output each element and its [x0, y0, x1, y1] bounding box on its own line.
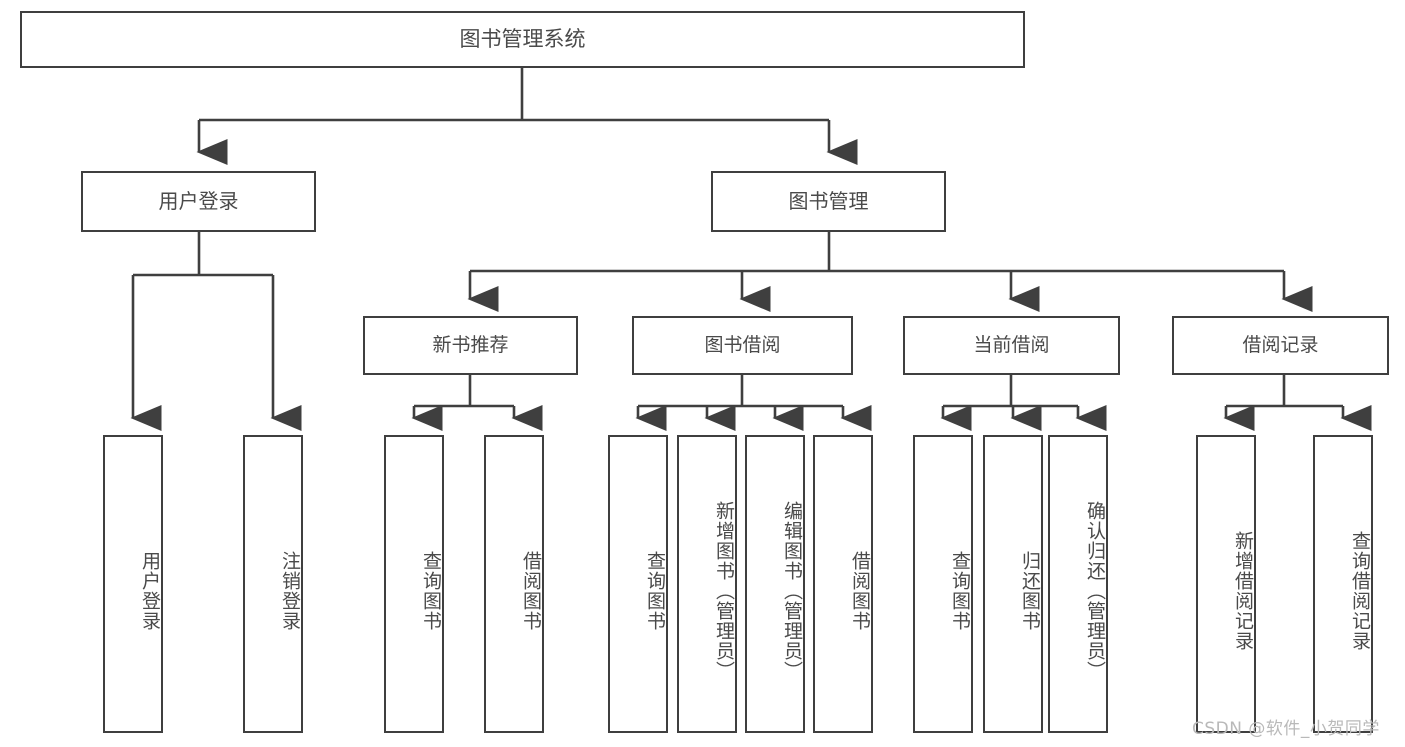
node-book-borrow-label: 图书借阅 — [704, 333, 781, 356]
leaf-return-book-label: 归还图书 — [1019, 551, 1041, 631]
leaf-borrow-book-label: 借阅图书 — [849, 551, 871, 631]
leaf-recommend-borrow-book-label: 借阅图书 — [520, 551, 542, 631]
node-user-login[interactable]: 用户登录 — [81, 171, 316, 232]
leaf-add-book-admin[interactable]: 新增图书（管理员） — [677, 435, 737, 733]
leaf-logout[interactable]: 注销登录 — [243, 435, 303, 733]
leaf-add-borrow-record-label: 新增借阅记录 — [1232, 531, 1254, 651]
node-book-management-label: 图书管理 — [788, 189, 869, 214]
leaf-user-login-label: 用户登录 — [139, 551, 161, 631]
node-book-management[interactable]: 图书管理 — [711, 171, 946, 232]
leaf-confirm-return-admin[interactable]: 确认归还（管理员） — [1048, 435, 1108, 733]
leaf-recommend-query-book[interactable]: 查询图书 — [384, 435, 444, 733]
node-borrow-record[interactable]: 借阅记录 — [1172, 316, 1389, 375]
node-new-book-recommend[interactable]: 新书推荐 — [363, 316, 578, 375]
leaf-return-book[interactable]: 归还图书 — [983, 435, 1043, 733]
leaf-borrow-query-book[interactable]: 查询图书 — [608, 435, 668, 733]
node-user-login-label: 用户登录 — [158, 189, 239, 214]
node-current-borrow-label: 当前借阅 — [973, 333, 1050, 356]
leaf-borrow-query-book-label: 查询图书 — [644, 551, 666, 631]
leaf-recommend-query-book-label: 查询图书 — [420, 551, 442, 631]
leaf-query-borrow-record[interactable]: 查询借阅记录 — [1313, 435, 1373, 733]
node-new-book-recommend-label: 新书推荐 — [432, 333, 509, 356]
leaf-recommend-borrow-book[interactable]: 借阅图书 — [484, 435, 544, 733]
leaf-edit-book-admin-label: 编辑图书（管理员） — [781, 501, 803, 681]
leaf-query-borrow-record-label: 查询借阅记录 — [1349, 531, 1371, 651]
leaf-add-borrow-record[interactable]: 新增借阅记录 — [1196, 435, 1256, 733]
leaf-add-book-admin-label: 新增图书（管理员） — [713, 501, 735, 681]
leaf-edit-book-admin[interactable]: 编辑图书（管理员） — [745, 435, 805, 733]
csdn-watermark: CSDN @软件_小贺同学 — [1192, 719, 1380, 739]
node-book-borrow[interactable]: 图书借阅 — [632, 316, 853, 375]
leaf-current-query-book-label: 查询图书 — [949, 551, 971, 631]
node-borrow-record-label: 借阅记录 — [1242, 333, 1319, 356]
leaf-logout-label: 注销登录 — [279, 551, 301, 631]
node-current-borrow[interactable]: 当前借阅 — [903, 316, 1120, 375]
leaf-confirm-return-admin-label: 确认归还（管理员） — [1084, 501, 1106, 681]
node-root[interactable]: 图书管理系统 — [20, 11, 1025, 68]
leaf-current-query-book[interactable]: 查询图书 — [913, 435, 973, 733]
leaf-borrow-book[interactable]: 借阅图书 — [813, 435, 873, 733]
node-root-label: 图书管理系统 — [459, 26, 586, 51]
leaf-user-login[interactable]: 用户登录 — [103, 435, 163, 733]
